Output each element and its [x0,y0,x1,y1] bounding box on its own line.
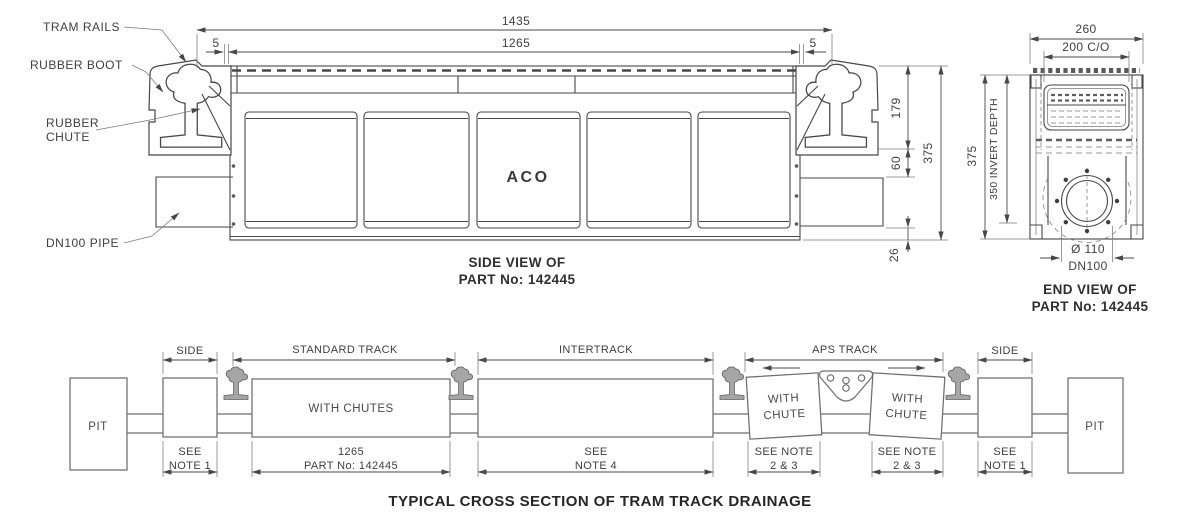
label-side-left: SIDE [176,345,203,357]
callout-rubber-chute-l2: CHUTE [46,130,90,144]
pit-right-label: PIT [1085,421,1104,433]
dim-outlet-dn: DN100 [1068,259,1107,273]
side-box-left [162,377,218,438]
dim-overall-length: 1435 [502,14,530,28]
label-intertrack: INTERTRACK [559,344,633,356]
dim-invert-to-base: 26 [887,248,901,262]
dim-channel-length: 1265 [502,36,530,50]
pit-left-label: PIT [88,421,107,433]
end-view-body [1029,68,1144,243]
rail-assembly-left [149,60,231,155]
dim-rail-height: 179 [889,97,903,118]
dim-end-overall-width: 260 [1075,22,1096,36]
side-view-channel-body [229,65,801,241]
end-view-dimensions: 260 200 C/O 375 350 INVERT DEPTH Ø 110 D… [965,22,1144,273]
rail-icon-1 [223,366,249,400]
aps-plate [818,370,874,402]
end-view: 260 200 C/O 375 350 INVERT DEPTH Ø 110 D… [965,22,1148,314]
note-standard-l1: 1265 [338,446,364,458]
dim-end-invert-depth: 350 INVERT DEPTH [988,98,1000,200]
cross-section: PIT WITH CHUTES WITH CHUTE WITH CHUTE PI… [69,344,1124,510]
dn100-pipe-left [155,176,233,228]
pit-box-left [69,377,128,471]
callout-rubber-boot: RUBBER BOOT [30,58,123,72]
intertrack-box [477,378,714,438]
side-view-channel-panels: ACO [244,111,791,229]
note-aps1-l1: SEE NOTE [755,446,814,458]
dim-outlet-dia: Ø 110 [1071,242,1105,256]
note-side-right-l2: NOTE 1 [984,460,1026,472]
side-view-title-l1: SIDE VIEW OF [468,255,565,270]
note-aps2-l2: 2 & 3 [893,460,921,472]
dim-overall-depth-side: 375 [921,142,935,163]
note-side-left-l2: NOTE 1 [169,460,211,472]
aps-chute-box-1: WITH CHUTE [745,372,823,440]
aps-box2-l1: WITH [891,392,923,406]
aps-box1-l2: CHUTE [763,408,806,423]
note-standard-l2: PART No: 142445 [304,460,398,472]
cross-section-note-dimensions: SEE NOTE 1 1265 PART No: 142445 SEE NOTE… [162,441,1033,477]
side-view-title-l2: PART No: 142445 [459,272,576,287]
aps-chute-box-2: WITH CHUTE [868,372,946,440]
note-aps1-l2: 2 & 3 [770,460,798,472]
note-side-right-l1: SEE [993,446,1016,458]
note-side-left-l1: SEE [178,446,201,458]
end-view-title-l2: PART No: 142445 [1032,299,1149,314]
with-chutes-box [251,378,451,438]
end-view-outlet [1054,168,1120,234]
rail-icon-2 [448,366,474,400]
label-aps-track: APS TRACK [812,344,878,356]
with-chutes-label: WITH CHUTES [308,403,393,415]
note-intertrack-l2: NOTE 4 [575,460,617,472]
rail-assembly-right [796,60,878,155]
callout-tram-rails: TRAM RAILS [43,20,120,34]
label-standard-track: STANDARD TRACK [292,344,398,356]
aps-box1-l1: WITH [768,392,800,406]
dn100-pipe-right [800,177,884,227]
side-view: ACO TRAM RAILS RUBBER BOOT RUBBER CHUTE … [30,14,948,287]
aps-box2-l2: CHUTE [885,408,928,423]
dim-end-clear-opening: 200 C/O [1062,40,1110,54]
pit-box-right [1067,377,1124,474]
aco-logo: ACO [506,169,549,186]
side-box-right [977,377,1033,438]
rail-icon-4 [945,366,971,400]
rail-icon-3 [719,366,745,400]
note-aps2-l1: SEE NOTE [878,446,937,458]
dim-gap-right: 5 [809,36,816,50]
side-view-top-dimensions: 1435 1265 5 5 [196,14,833,68]
note-intertrack-l1: SEE [584,446,607,458]
callout-dn100-pipe: DN100 PIPE [46,236,119,250]
dim-end-overall-depth: 375 [965,145,979,166]
dim-gap-left: 5 [212,36,219,50]
callout-rubber-chute-l1: RUBBER [46,116,99,130]
cross-section-top-dimensions: SIDE STANDARD TRACK INTERTRACK APS TRACK… [162,344,1033,375]
label-side-right: SIDE [991,345,1018,357]
side-view-right-dimensions: 179 60 375 26 [803,65,948,262]
end-view-title-l1: END VIEW OF [1043,282,1137,297]
dim-chute-depth: 60 [889,156,903,170]
side-view-callouts: TRAM RAILS RUBBER BOOT RUBBER CHUTE DN10… [30,20,201,250]
cross-section-title: TYPICAL CROSS SECTION OF TRAM TRACK DRAI… [388,493,811,510]
